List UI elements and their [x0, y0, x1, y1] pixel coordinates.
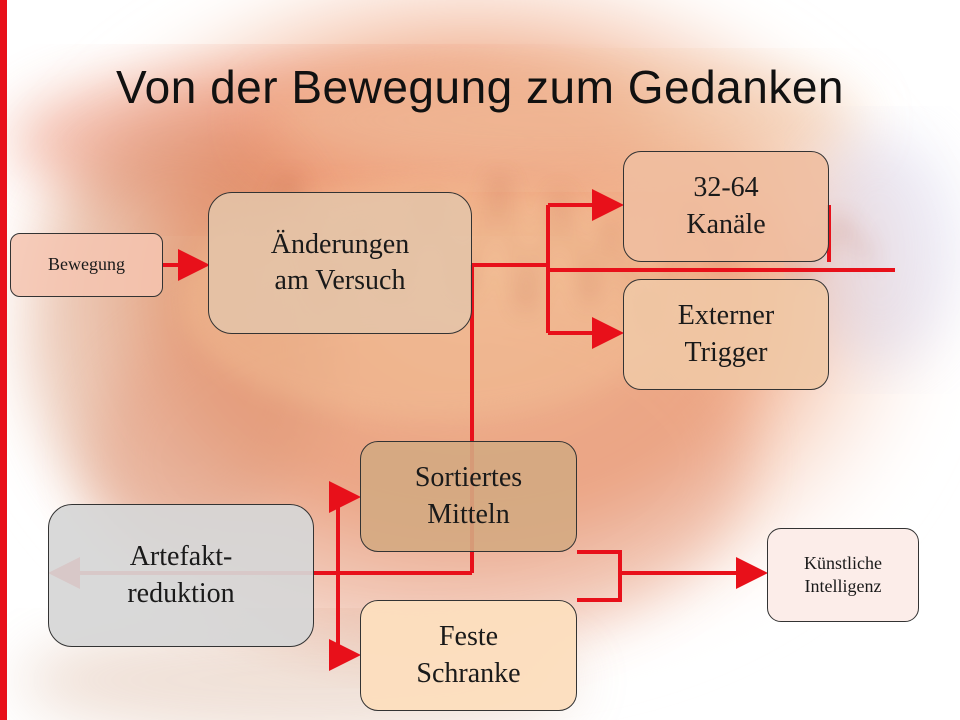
node-ki-label: Künstliche Intelligenz [804, 552, 882, 596]
node-trigger: Externer Trigger [623, 279, 829, 390]
node-artefakt: Artefakt- reduktion [48, 504, 314, 647]
node-aenderungen: Änderungen am Versuch [208, 192, 472, 334]
node-ki: Künstliche Intelligenz [767, 528, 919, 622]
node-feste-label: Feste Schranke [416, 621, 521, 689]
node-aenderungen-label: Änderungen am Versuch [270, 228, 410, 296]
node-bewegung: Bewegung [10, 233, 163, 297]
page-title: Von der Bewegung zum Gedanken [116, 61, 844, 113]
node-kanaele-label: 32-64 Kanäle [686, 172, 766, 240]
node-trigger-label: Externer Trigger [677, 300, 775, 368]
node-kanaele: 32-64 Kanäle [623, 151, 829, 262]
node-feste: Feste Schranke [360, 600, 577, 711]
node-sortiertes: Sortiertes Mitteln [360, 441, 577, 552]
accent-bar [0, 0, 7, 720]
node-sortiertes-label: Sortiertes Mitteln [414, 462, 523, 530]
node-bewegung-label: Bewegung [48, 254, 125, 275]
node-artefakt-label: Artefakt- reduktion [127, 541, 235, 609]
